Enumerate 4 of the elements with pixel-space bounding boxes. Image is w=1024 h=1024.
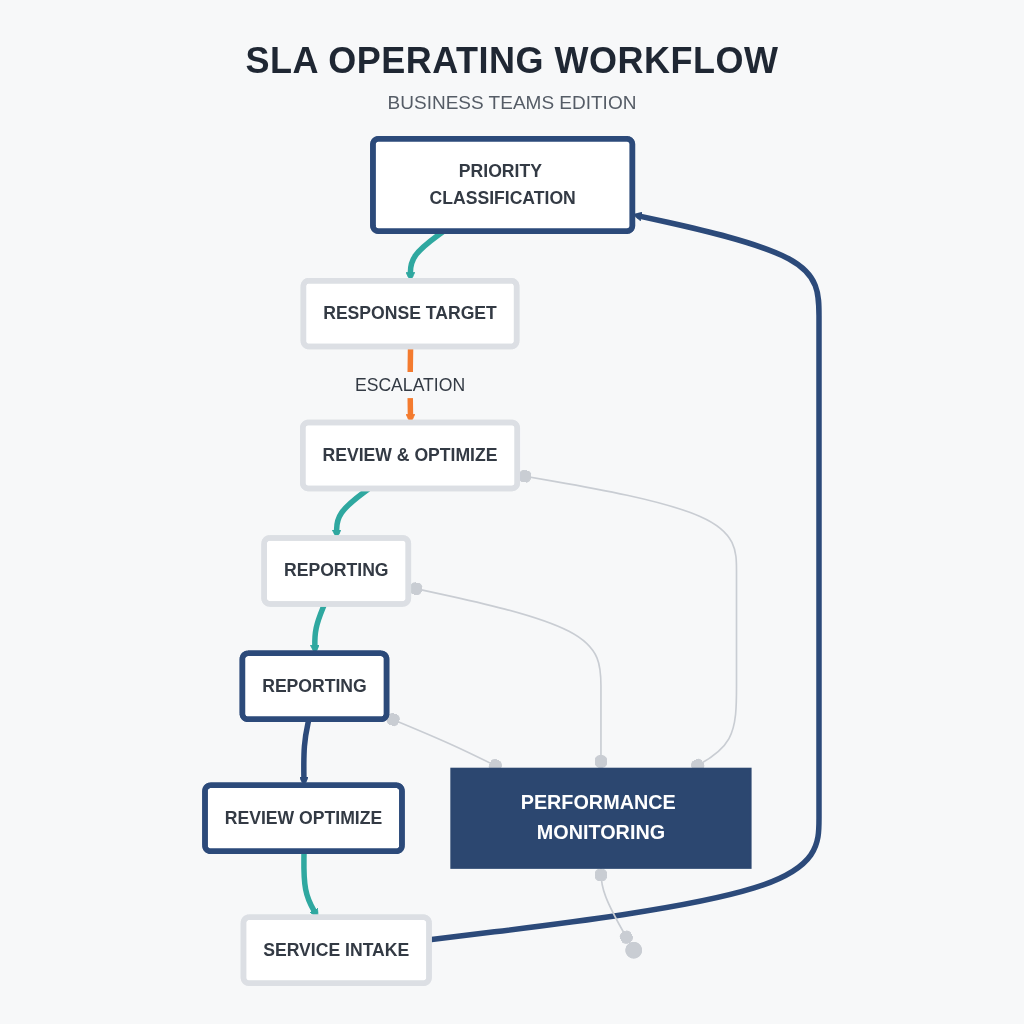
edge-label: ESCALATION <box>354 375 466 394</box>
title: SLA OPERATING WORKFLOW <box>245 40 779 82</box>
subtitle: BUSINESS TEAMS EDITION <box>387 92 637 114</box>
node-box: PERFORMANCE MONITORING <box>450 767 752 869</box>
